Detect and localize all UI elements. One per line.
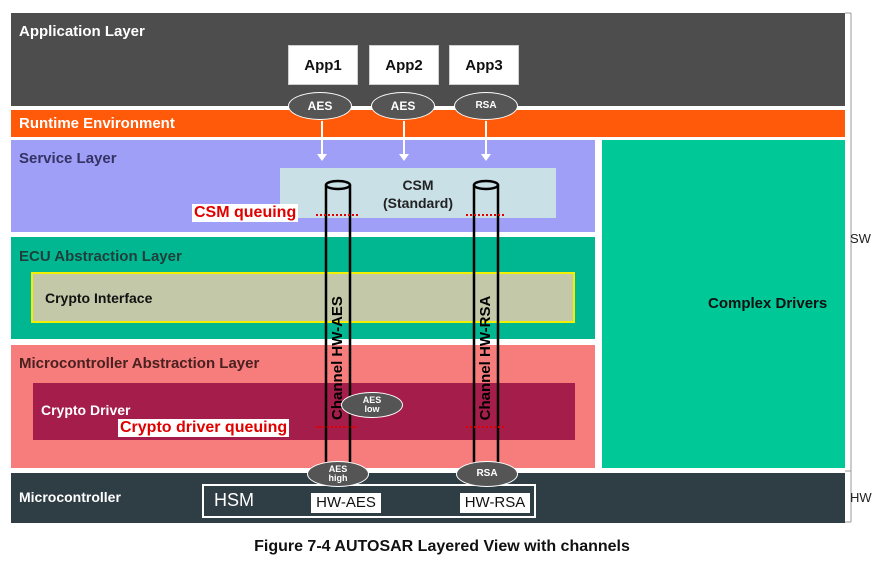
microcontroller-label: Microcontroller — [19, 489, 121, 505]
mcal-layer-label: Microcontroller Abstraction Layer — [19, 355, 260, 372]
app3-box: App3 — [449, 45, 519, 85]
microcontroller-layer: Microcontroller — [11, 473, 845, 523]
channel-pipe-rsa — [472, 179, 500, 472]
complex-drivers-label: Complex Drivers — [708, 295, 828, 312]
service-layer-label: Service Layer — [19, 150, 117, 167]
csm-queuing-label: CSM queuing — [192, 204, 299, 222]
csm-queue-line-aes — [316, 214, 358, 216]
app3-rsa-oval: RSA — [454, 92, 518, 120]
app2-box: App2 — [369, 45, 439, 85]
complex-drivers-box: Complex Drivers — [602, 140, 845, 468]
csm-queue-line-rsa — [466, 214, 504, 216]
sw-hw-bracket — [845, 12, 852, 523]
csm-title: CSM — [402, 177, 434, 193]
arrow-app2 — [399, 121, 409, 161]
hw-label: HW — [850, 490, 872, 505]
aes-low-oval: AES low — [341, 392, 403, 418]
runtime-environment-label: Runtime Environment — [19, 115, 175, 132]
hw-aes-box: HW-AES — [311, 493, 381, 513]
aes-low-oval-line2: low — [364, 404, 380, 414]
figure-caption: Figure 7-4 AUTOSAR Layered View with cha… — [254, 538, 630, 555]
hw-rsa-box: HW-RSA — [460, 493, 530, 513]
arrow-app3 — [481, 121, 491, 161]
channel-pipe-aes — [324, 179, 352, 472]
crypto-interface-box: Crypto Interface — [31, 272, 575, 323]
crypto-interface-label: Crypto Interface — [45, 290, 153, 306]
runtime-environment-layer: Runtime Environment — [11, 110, 845, 137]
hsm-label: HSM — [214, 490, 254, 510]
aes-low-oval-line1: AES — [362, 395, 382, 405]
aes-high-oval-line1: AES — [328, 464, 348, 474]
app2-aes-oval: AES — [371, 92, 435, 120]
channel-aes-label: Channel HW-AES — [329, 296, 346, 420]
channel-rsa-label: Channel HW-RSA — [477, 295, 494, 421]
aes-high-oval-line2: high — [328, 473, 348, 483]
application-layer-label: Application Layer — [19, 23, 145, 40]
crypto-driver-queuing-label: Crypto driver queuing — [118, 419, 290, 437]
driver-queue-line-aes — [316, 426, 356, 428]
app1-box: App1 — [288, 45, 358, 85]
rsa-bottom-oval: RSA — [456, 461, 518, 487]
ecu-abstraction-layer-label: ECU Abstraction Layer — [19, 248, 182, 265]
csm-subtitle: (Standard) — [383, 194, 453, 211]
app1-aes-oval: AES — [288, 92, 352, 120]
crypto-driver-label: Crypto Driver — [41, 402, 131, 418]
hsm-box: HSM — [202, 484, 536, 518]
driver-queue-line-rsa — [466, 426, 504, 428]
sw-label: SW — [850, 231, 871, 246]
aes-high-oval: AES high — [307, 461, 369, 487]
arrow-app1 — [317, 121, 327, 161]
